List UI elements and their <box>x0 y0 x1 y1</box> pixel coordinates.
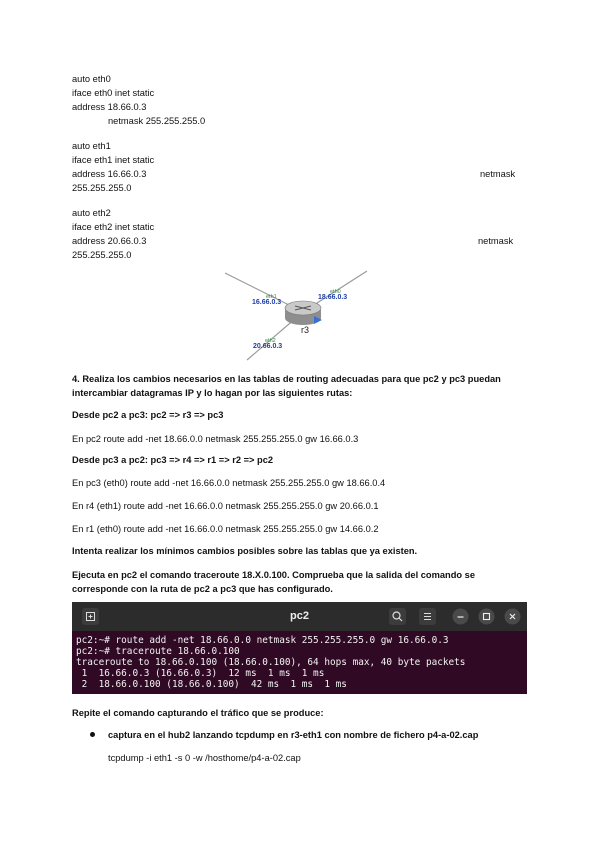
eth2-ip: 20.66.0.3 <box>253 343 282 350</box>
eth1-label: eth1 <box>266 294 277 300</box>
eth0-label: eth0 <box>330 289 341 295</box>
minimize-icon[interactable] <box>452 608 469 625</box>
cfg-eth2-auto: auto eth2 <box>72 208 111 218</box>
bullet-point <box>90 732 95 737</box>
eth0-ip: 18.66.0.3 <box>318 294 347 301</box>
cfg-eth0-netmask: netmask 255.255.255.0 <box>108 116 206 126</box>
route-r4-cmd: En r4 (eth1) route add -net 16.66.0.0 ne… <box>72 501 379 511</box>
route-pc3-cmd: En pc3 (eth0) route add -net 16.66.0.0 n… <box>72 478 386 488</box>
router-diagram: r3 eth1 16.66.0.3 eth0 18.66.0.3 eth2 20… <box>224 270 368 361</box>
eth2-label: eth2 <box>265 338 276 344</box>
exercise-4-line1: 4. Realiza los cambios necesarios en las… <box>72 374 501 384</box>
route-pc2-pc3-title: Desde pc2 a pc3: pc2 => r3 => pc3 <box>72 410 224 420</box>
route-pc2-cmd: En pc2 route add -net 18.66.0.0 netmask … <box>72 434 359 444</box>
new-tab-icon[interactable] <box>82 608 99 625</box>
cfg-eth2-netmask-value: 255.255.255.0 <box>72 250 132 260</box>
router-label: r3 <box>301 325 309 335</box>
hamburger-menu-icon[interactable] <box>419 608 436 625</box>
cfg-eth0-auto: auto eth0 <box>72 74 111 84</box>
cfg-eth1-netmask-value: 255.255.255.0 <box>72 183 132 193</box>
traceroute-instruction-line1: Ejecuta en pc2 el comando traceroute 18.… <box>72 570 476 580</box>
cfg-eth2-iface: iface eth2 inet static <box>72 222 155 232</box>
terminal-line: traceroute to 18.66.0.100 (18.66.0.100),… <box>76 657 466 668</box>
capture-intro: Repite el comando capturando el tráfico … <box>72 708 324 718</box>
route-pc3-pc2-title: Desde pc3 a pc2: pc3 => r4 => r1 => r2 =… <box>72 455 274 465</box>
capture-bullet-text: captura en el hub2 lanzando tcpdump en r… <box>108 730 479 740</box>
router-icon <box>284 300 322 325</box>
cfg-eth1-netmask-label: netmask <box>480 169 516 179</box>
cfg-eth0-iface: iface eth0 inet static <box>72 88 155 98</box>
terminal-titlebar: pc2 <box>72 602 527 631</box>
route-r1-cmd: En r1 (eth0) route add -net 16.66.0.0 ne… <box>72 524 379 534</box>
cfg-eth1-iface: iface eth1 inet static <box>72 155 155 165</box>
cfg-eth2-netmask-label: netmask <box>478 236 514 246</box>
cfg-eth1-auto: auto eth1 <box>72 141 111 151</box>
tcpdump-command: tcpdump -i eth1 -s 0 -w /hosthome/p4-a-0… <box>108 753 301 763</box>
traceroute-instruction-line2: corresponde con la ruta de pc2 a pc3 que… <box>72 584 333 594</box>
cfg-eth1-address: address 16.66.0.3 <box>72 169 147 179</box>
eth1-ip: 16.66.0.3 <box>252 299 281 306</box>
terminal-line: pc2:~# route add -net 18.66.0.0 netmask … <box>76 635 449 646</box>
search-icon[interactable] <box>389 608 406 625</box>
terminal-line: 2 18.66.0.100 (18.66.0.100) 42 ms 1 ms 1… <box>76 679 347 690</box>
terminal-title: pc2 <box>290 610 309 622</box>
exercise-4-line2: intercambiar datagramas IP y lo hagan po… <box>72 388 353 398</box>
close-icon[interactable] <box>504 608 521 625</box>
cfg-eth2-address: address 20.66.0.3 <box>72 236 147 246</box>
terminal-window: pc2 pc2:~# route add -net 18.66.0.0 netm… <box>72 602 527 694</box>
cfg-eth0-address: address 18.66.0.3 <box>72 102 147 112</box>
terminal-line: 1 16.66.0.3 (16.66.0.3) 12 ms 1 ms 1 ms <box>76 668 325 679</box>
terminal-line: pc2:~# traceroute 18.66.0.100 <box>76 646 240 657</box>
minimal-changes-note: Intenta realizar los mínimos cambios pos… <box>72 546 418 556</box>
maximize-icon[interactable] <box>478 608 495 625</box>
